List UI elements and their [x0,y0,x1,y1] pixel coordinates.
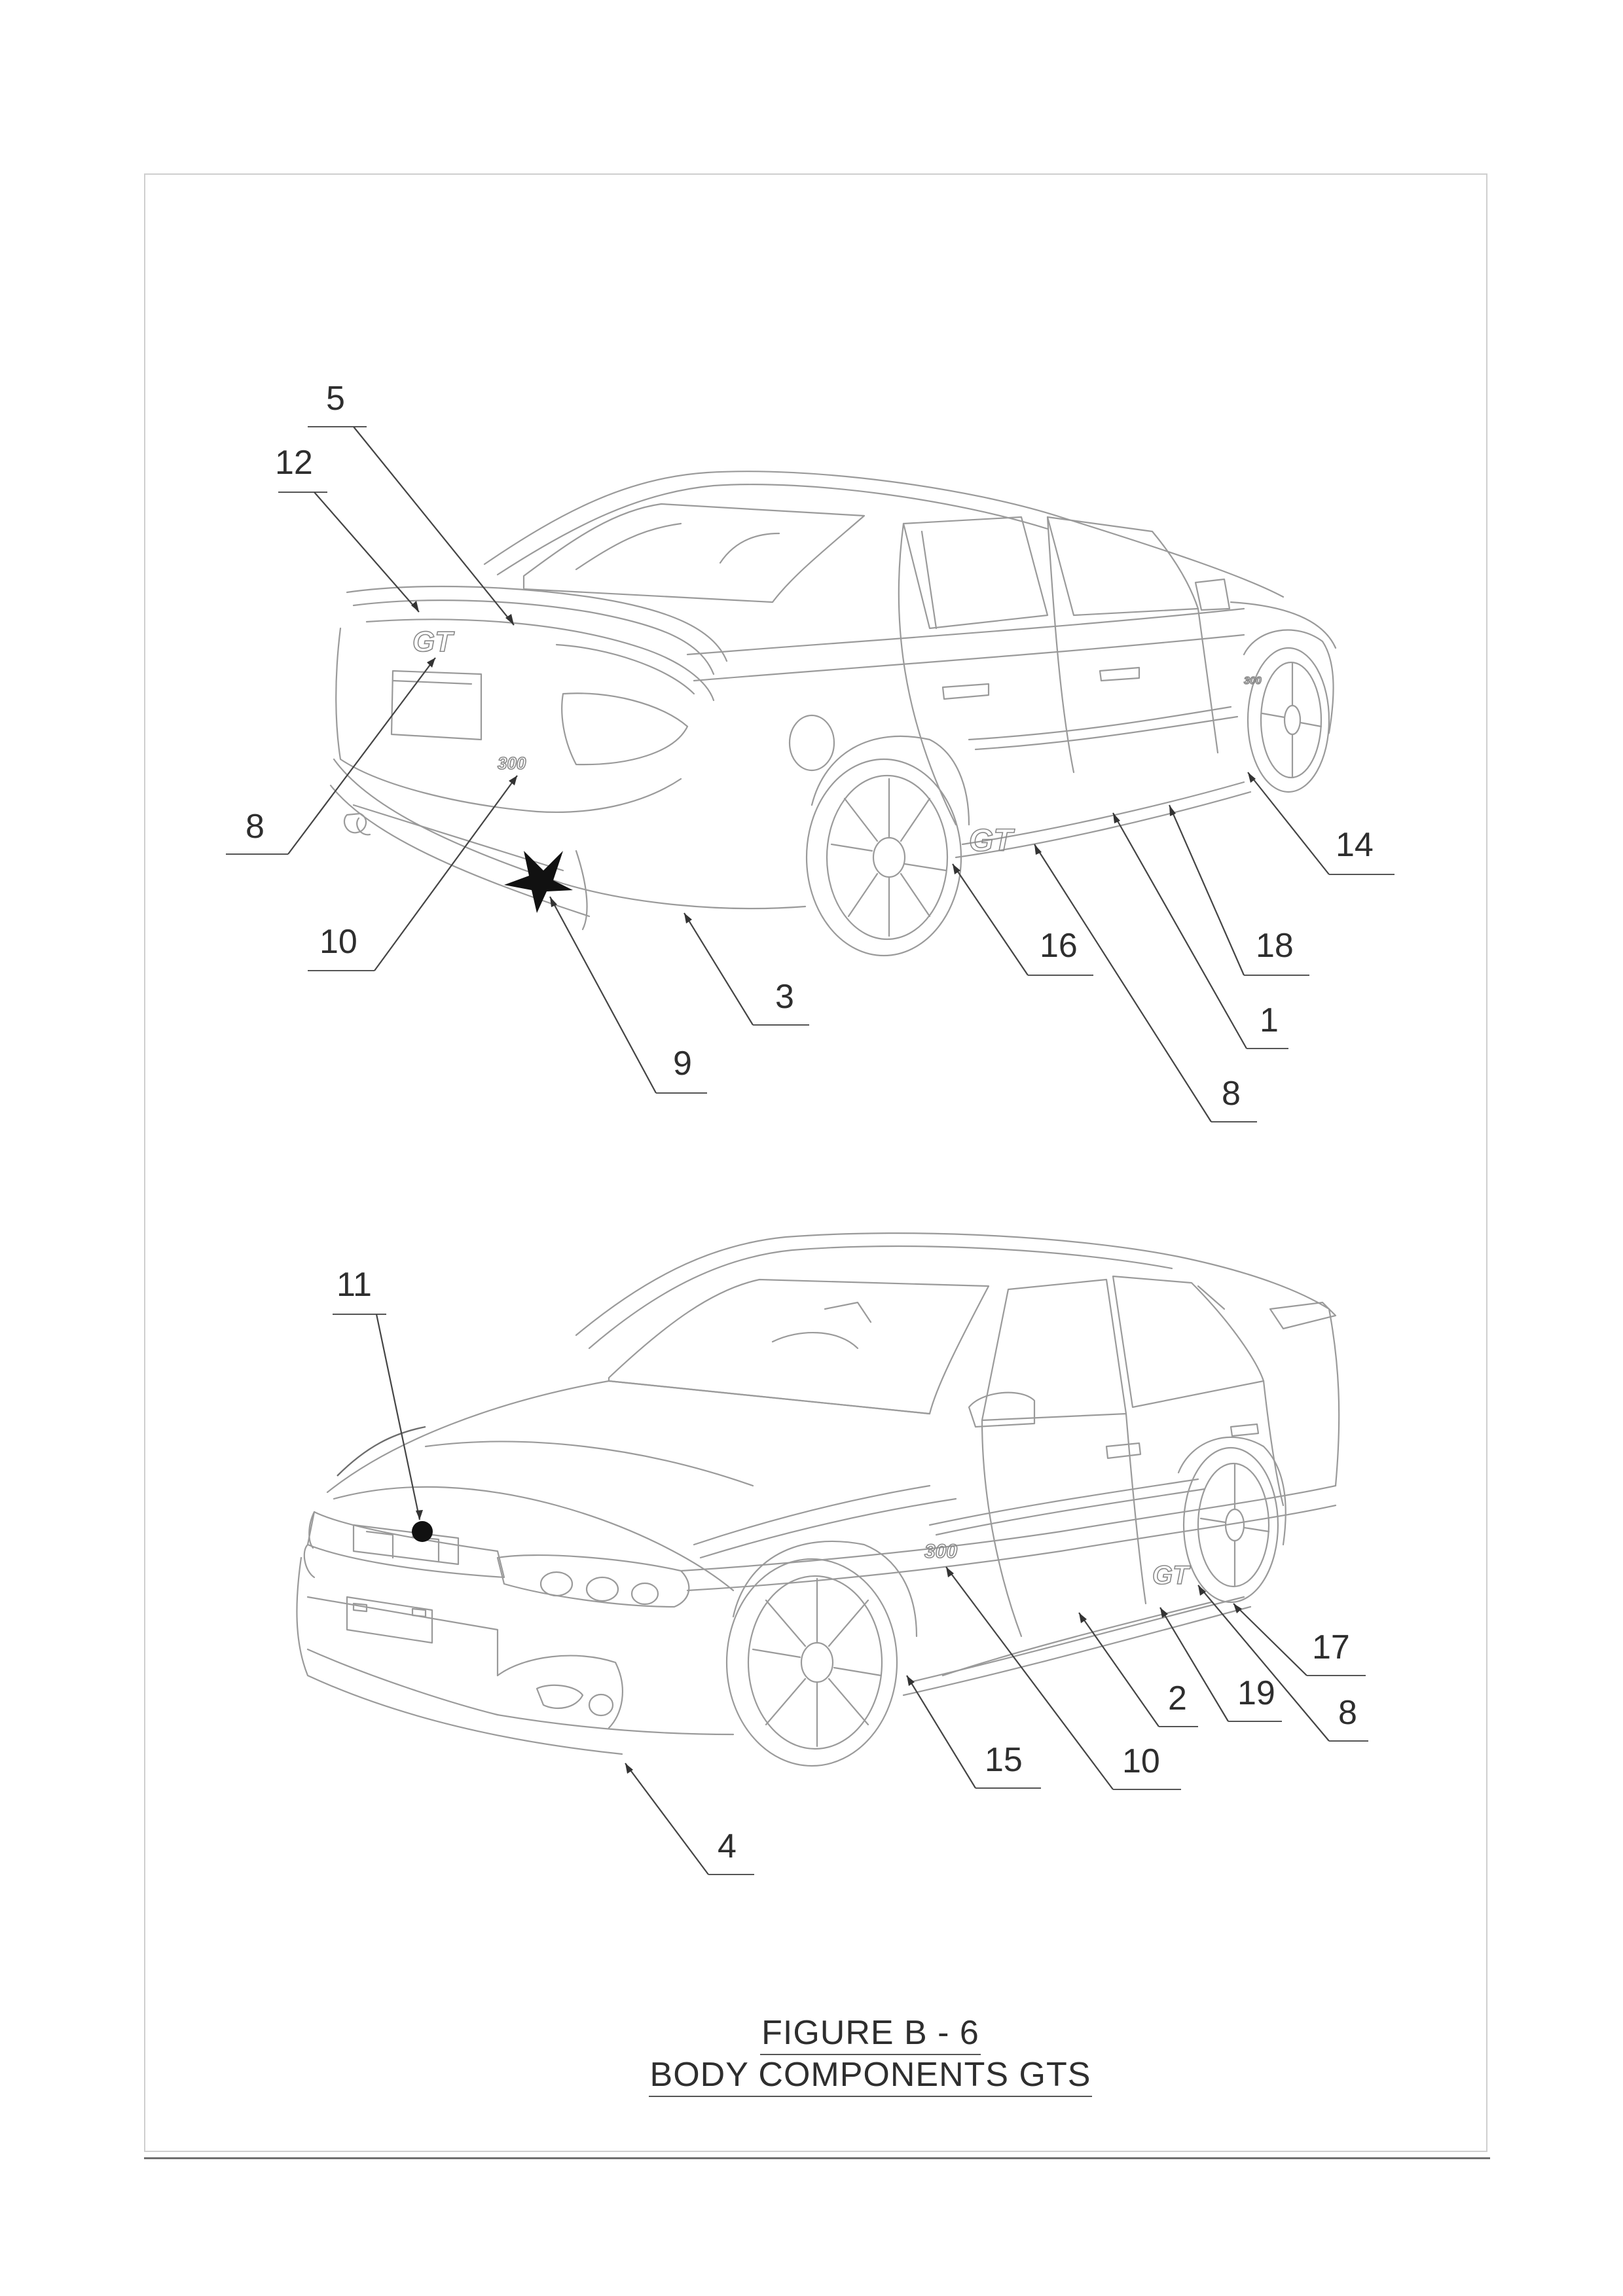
fender-300-badge: 300 [924,1541,957,1562]
callout-12: 12 [275,444,313,482]
rear-callouts: 5 12 8 10 3 9 16 8 [226,380,1395,1122]
callout-3: 3 [775,978,794,1016]
rear-view-car: GT 300 GT 300 [331,471,1336,956]
skirt-gt-badge: GT [1152,1561,1191,1590]
callout-8-side-badge: 8 [1222,1075,1241,1113]
callout-19: 19 [1237,1674,1275,1712]
hood-emblem [412,1521,433,1542]
callout-9: 9 [673,1045,692,1083]
callout-18: 18 [1256,927,1294,965]
rear-gt-badge: GT [412,626,454,658]
side-gt-badge: GT [969,823,1015,858]
callout-1: 1 [1260,1001,1279,1039]
callout-4: 4 [718,1827,737,1865]
callout-14: 14 [1336,826,1374,864]
figure-number: FIGURE B - 6 [760,2013,981,2055]
figure-caption-title: BODY COMPONENTS GTS [59,2055,1623,2097]
rear-300-badge: 300 [498,753,526,773]
callout-11: 11 [337,1266,372,1304]
callout-8-front: 8 [1338,1694,1357,1732]
callout-8-rear-badge: 8 [246,808,264,846]
callout-16: 16 [1040,927,1078,965]
side-300-badge: 300 [1244,675,1262,687]
callout-10-front: 10 [1122,1742,1160,1780]
rear-star-emblem [504,851,573,913]
callout-5: 5 [326,380,345,418]
figure-caption-number: FIGURE B - 6 [59,2013,1623,2055]
callout-2: 2 [1168,1679,1187,1717]
callout-17: 17 [1312,1628,1350,1666]
figure-title: BODY COMPONENTS GTS [649,2055,1093,2097]
callout-10-rear: 10 [319,923,357,961]
callout-15: 15 [985,1741,1023,1779]
